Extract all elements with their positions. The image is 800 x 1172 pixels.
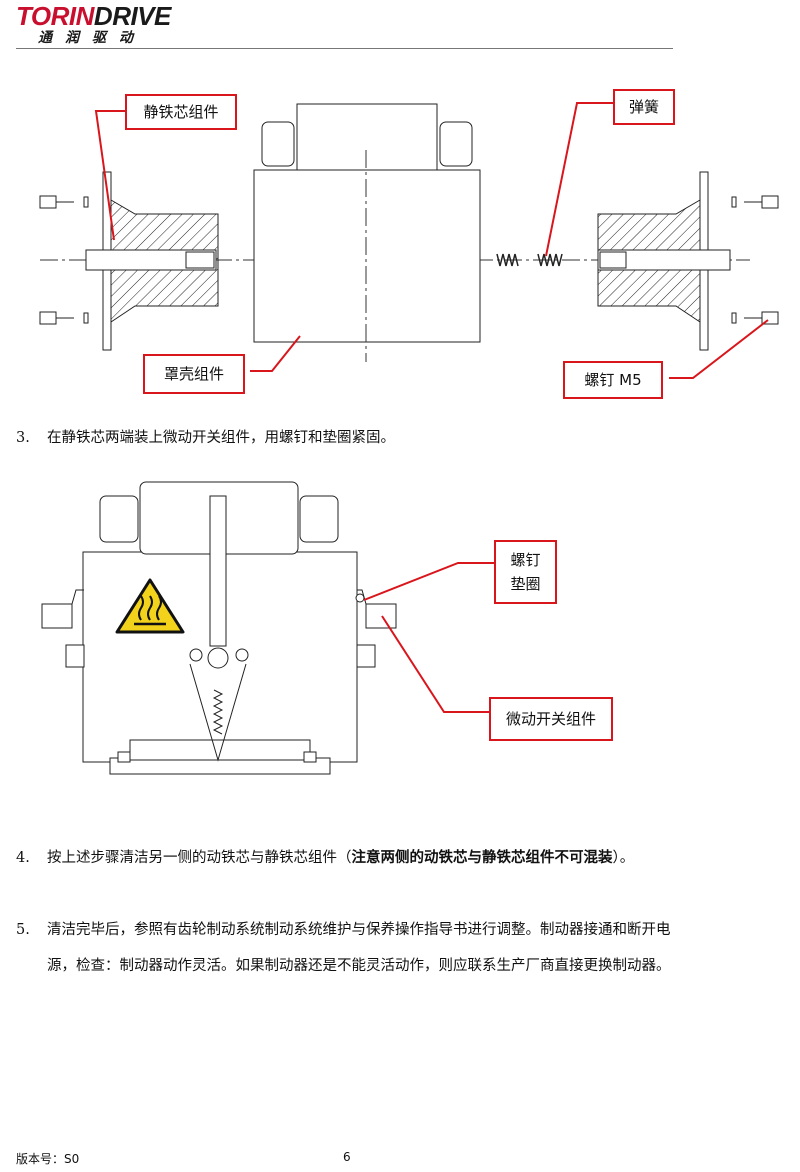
step-5-number: 5. <box>16 922 30 938</box>
step-4-text-after: ）。 <box>612 850 635 866</box>
step-4-text: 按上述步骤清洁另一侧的动铁芯与静铁芯组件（注意两侧的动铁芯与静铁芯组件不可混装）… <box>47 840 680 876</box>
left-bolt-bottom <box>39 311 89 325</box>
logo-chinese-name: 通润驱动 <box>38 30 146 46</box>
callout-screw-washer: 螺钉 垫圈 <box>494 540 557 604</box>
callout-cover: 罩壳组件 <box>143 354 245 394</box>
right-bolt-bottom <box>731 311 779 325</box>
left-microswitch <box>41 589 84 629</box>
callout-screw-m5: 螺钉 M5 <box>563 361 663 399</box>
logo-wordmark: TORINDRIVE <box>16 2 216 30</box>
step-5: 5. 清洁完毕后，参照有齿轮制动系统制动系统维护与保养操作指导书进行调整。制动器… <box>16 912 680 984</box>
step-4-number: 4. <box>16 850 30 866</box>
step-4-bold-note: 注意两侧的动铁芯与静铁芯组件不可混装 <box>351 849 613 866</box>
footer-version: 版本号：S0 <box>16 1152 80 1166</box>
right-bolt-top <box>731 195 779 209</box>
left-static-core <box>39 171 219 351</box>
callout-microswitch: 微动开关组件 <box>489 697 613 741</box>
right-microswitch <box>355 589 397 629</box>
left-bolt-top <box>39 195 89 209</box>
step-5-text: 清洁完毕后，参照有齿轮制动系统制动系统维护与保养操作指导书进行调整。制动器接通和… <box>47 922 671 974</box>
right-static-core <box>597 171 779 351</box>
callout-screw-label: 螺钉 <box>510 551 541 569</box>
step-4-text-before: 按上述步骤清洁另一侧的动铁芯与静铁芯组件（ <box>47 850 352 866</box>
callout-spring: 弹簧 <box>613 89 675 125</box>
step-4: 4. 按上述步骤清洁另一侧的动铁芯与静铁芯组件（注意两侧的动铁芯与静铁芯组件不可… <box>16 840 680 876</box>
lever-mechanism <box>189 495 249 762</box>
footer-page-number: 6 <box>343 1150 351 1164</box>
figure2-leader-lines <box>363 562 494 713</box>
brand-logo: TORINDRIVE 通润驱动 <box>16 2 216 48</box>
cover-housing <box>253 103 481 362</box>
step-3: 3. 在静铁芯两端装上微动开关组件，用螺钉和垫圈紧固。 <box>16 420 680 456</box>
step-3-text: 在静铁芯两端装上微动开关组件，用螺钉和垫圈紧固。 <box>47 430 395 446</box>
figure1-leader-lines <box>94 102 769 379</box>
figure-microswitch-assembly <box>41 481 494 775</box>
logo-drive: DRIVE <box>93 1 171 31</box>
header-rule <box>16 48 673 49</box>
figure-exploded-assembly <box>39 102 779 379</box>
step-3-number: 3. <box>16 430 30 446</box>
callout-washer-label: 垫圈 <box>510 575 541 593</box>
callout-static-core: 静铁芯组件 <box>125 94 237 130</box>
spring-part <box>496 253 563 267</box>
hot-surface-warning-icon <box>115 578 185 634</box>
logo-torin: TORIN <box>16 1 94 31</box>
